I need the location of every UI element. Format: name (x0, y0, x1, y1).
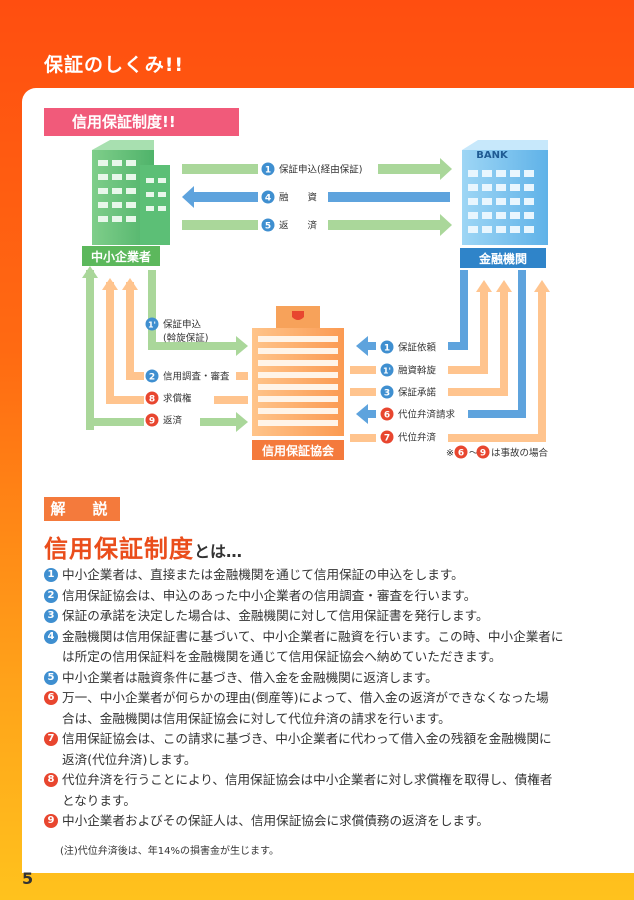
accident-note-from-number: 6 (458, 449, 464, 459)
explanation-item-line: は所定の信用保証料を金融機関を通じて信用保証協会へ納めていただきます。 (62, 649, 502, 664)
explanation-item-number: 3 (44, 609, 58, 623)
top-flow-1-number-badge (261, 190, 275, 204)
accident-note-to-number-badge (476, 445, 490, 459)
left-flow-1-number-badge (145, 369, 159, 383)
bank-sign: BANK (476, 150, 509, 161)
right-flow-label-2: 保証承諾 (398, 387, 437, 399)
explanation-item-number: 7 (44, 732, 58, 746)
association-building-icon (252, 306, 344, 436)
explanation-item: 4 金融機関は信用保証書に基づいて、中小企業者に融資を行います。この時、中小企業者… (44, 627, 604, 668)
left-flow-0-number-badge (145, 317, 159, 331)
explanation-item: 7 信用保証協会は、この請求に基づき、中小企業者に代わって借入金の残額を金融機関に… (44, 729, 604, 770)
accident-note-from-number-badge (454, 445, 468, 459)
explanation-item: 1 中小企業者は、直接または金融機関を通じて信用保証の申込をします。 (44, 565, 604, 586)
top-flow-2-number: 5 (265, 222, 271, 232)
left-flow-2-number-badge (145, 391, 159, 405)
right-flow-4-number: 7 (384, 434, 390, 444)
arrow-left-1prime (148, 336, 248, 356)
left-flow-label-1: 信用調査・審査 (163, 371, 230, 383)
explanation-item-line: 金融機関は信用保証書に基づいて、中小企業者に融資を行います。この時、中小企業者に (62, 628, 564, 644)
section-label: 信用保証制度!! (44, 108, 239, 136)
left-flow-label-sub-0: (斡旋保証) (163, 332, 208, 344)
top-flow-0-number: 1 (265, 166, 271, 176)
top-flow-1-number: 4 (265, 194, 271, 204)
top-flow-label-2: 返 済 (279, 220, 318, 232)
top-flow-label-1: 融 資 (279, 192, 317, 204)
explanation-title: 信用保証制度とは… (44, 529, 242, 564)
right-flow-2-number: 3 (384, 389, 390, 399)
explanation-item-line: 合は、金融機関は信用保証協会に対して代位弁済の請求を行います。 (62, 710, 451, 726)
accident-note-mid: ～ (469, 448, 479, 459)
sme-label: 中小企業者 (91, 249, 151, 264)
explanation-item-number: 6 (44, 691, 58, 705)
right-flow-0-number-badge (380, 340, 394, 354)
explanation-item: 8 代位弁済を行うことにより、信用保証協会は中小企業者に対し求償権を取得し、債権者… (44, 770, 604, 811)
top-flow-2-number-badge (261, 218, 275, 232)
explanation-item-number: 9 (44, 814, 58, 828)
accident-note-suffix: は事故の場合 (491, 447, 549, 459)
association-label: 信用保証協会 (262, 443, 335, 458)
explanation-item-line: 中小企業者は融資条件に基づき、借入金を金融機関に返済します。 (62, 669, 438, 685)
left-flow-3-number-badge (145, 413, 159, 427)
right-flow-1-number-badge (380, 363, 394, 377)
page-title: 保証のしくみ!! (44, 54, 185, 76)
left-flow-label-2: 求償権 (163, 393, 192, 405)
explanation-item-line: 信用保証協会は、この請求に基づき、中小企業者に代わって借入金の残額を金融機関に (62, 731, 552, 746)
left-flow-label-0: 保証申込 (163, 319, 202, 331)
explanation-item: 5 中小企業者は融資条件に基づき、借入金を金融機関に返済します。 (44, 668, 604, 689)
explanation-badge: 解 説 (44, 497, 120, 521)
explanation-title-suffix: とは… (194, 542, 243, 561)
top-flow-label-0: 保証申込(経由保証) (279, 164, 362, 176)
right-flow-1-number: 1' (383, 367, 391, 376)
right-flow-label-0: 保証依頼 (398, 342, 437, 354)
explanation-item: 2 信用保証協会は、申込のあった中小企業者の信用調査・審査を行います。 (44, 586, 604, 607)
sme-building-icon (92, 140, 170, 245)
right-flow-4-number-badge (380, 430, 394, 444)
explanation-item: 3 保証の承諾を決定した場合は、金融機関に対して信用保証書を発行します。 (44, 606, 604, 627)
guarantee-flow-diagram: 中小企業者 BANK 金融機関 信用保証協会 (82, 140, 550, 460)
right-flow-3-number: 6 (384, 411, 390, 421)
left-flow-1-number: 2 (149, 373, 155, 383)
right-flow-label-4: 代位弁済 (398, 432, 437, 444)
right-flow-2-number-badge (380, 385, 394, 399)
association-label-box (252, 440, 344, 460)
left-vertical-arrows (82, 266, 156, 430)
explanation-item-line: 保証の承諾を決定した場合は、金融機関に対して信用保証書を発行します。 (62, 608, 489, 623)
right-flow-0-number: 1 (384, 344, 390, 354)
explanation-item-line: 代位弁済を行うことにより、信用保証協会は中小企業者に対し求償権を取得し、債権者 (62, 772, 553, 787)
explanation-item-line: 信用保証協会は、申込のあった中小企業者の信用調査・審査を行います。 (62, 587, 477, 603)
explanation-title-main: 信用保証制度 (44, 535, 194, 563)
page-number: 5 (22, 869, 34, 888)
footnote: (注)代位弁済後は、年14%の損害金が生じます。 (60, 846, 280, 857)
explanation-item: 6 万一、中小企業者が何らかの理由(倒産等)によって、借入金の返済ができなくなった… (44, 688, 604, 729)
explanation-item-line: 中小企業者は、直接または金融機関を通じて信用保証の申込をします。 (62, 567, 464, 582)
explanation-item-number: 1 (44, 568, 58, 582)
sme-label-box (82, 246, 160, 266)
explanation-item-number: 4 (44, 629, 58, 644)
explanation-item-number: 5 (44, 670, 58, 685)
left-flow-2-number: 8 (149, 395, 155, 405)
explanation-item-line: 万一、中小企業者が何らかの理由(倒産等)によって、借入金の返済ができなくなった場 (62, 690, 549, 705)
top-flow-0-number-badge (261, 162, 275, 176)
left-flow-label-3: 返済 (163, 415, 183, 427)
right-flow-3-number-badge (380, 407, 394, 421)
left-flow-3-number: 9 (149, 417, 155, 427)
left-flow-0-number: 1' (148, 321, 156, 330)
explanation-item-number: 8 (44, 773, 58, 787)
right-vertical-arrows (460, 270, 550, 440)
explanation-list: 1 中小企業者は、直接または金融機関を通じて信用保証の申込をします。 2 信用保証協会… (44, 565, 604, 832)
bank-building-icon (462, 140, 548, 245)
accident-note-to-number: 9 (480, 449, 486, 459)
explanation-item-line: 返済(代位弁済)します。 (62, 751, 197, 767)
explanation-item-line: となります。 (62, 792, 136, 808)
accident-note-prefix: ※ (446, 448, 454, 459)
bank-label: 金融機関 (478, 251, 527, 266)
right-flow-label-1: 融資斡旋 (398, 365, 437, 377)
explanation-item: 9 中小企業者およびその保証人は、信用保証協会に求償債務の返済をします。 (44, 811, 604, 832)
explanation-item-line: 中小企業者およびその保証人は、信用保証協会に求償債務の返済をします。 (62, 813, 489, 828)
right-flow-label-3: 代位弁済請求 (398, 409, 456, 421)
explanation-item-number: 2 (44, 588, 58, 603)
bank-label-box (460, 248, 546, 268)
